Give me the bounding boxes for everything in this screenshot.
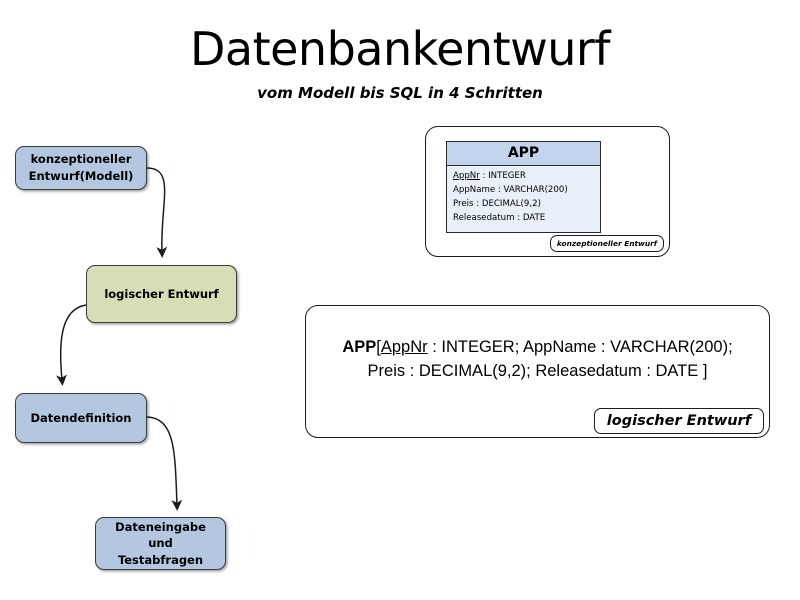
- arrow-datendefinition-to-dateneingabe: [146, 416, 183, 511]
- schema-line1-rest: : INTEGER; AppName : VARCHAR(200);: [427, 338, 733, 356]
- entity-attribute-row: AppNr : INTEGER: [453, 170, 595, 184]
- flow-step-dateneingabe[interactable]: Dateneingabe und Testabfragen: [95, 517, 226, 570]
- schema-line2: Preis : DECIMAL(9,2); Releasedatum : DAT…: [367, 361, 708, 380]
- entity-attribute-row: Releasedatum : DATE: [453, 212, 546, 223]
- entity-attribute-type: : INTEGER: [479, 171, 526, 181]
- panel-badge-logischer-entwurf: logischer Entwurf: [593, 408, 764, 434]
- arrow-logisch-to-datendefinition: [56, 304, 87, 386]
- entity-name: APP: [447, 142, 600, 166]
- entity-attribute-row: AppName : VARCHAR(200): [453, 184, 568, 195]
- panel-badge-konzeptioneller-entwurf: konzeptioneller Entwurf: [549, 235, 664, 252]
- entity-attribute-pk-name: AppNr: [453, 171, 480, 181]
- entity-table-app: APP AppNr : INTEGER AppName : VARCHAR(20…: [446, 141, 601, 233]
- page-title: Datenbankentwurf: [189, 22, 611, 76]
- schema-primary-key: AppNr: [380, 338, 428, 356]
- panel-konzeptioneller-entwurf: APP AppNr : INTEGER AppName : VARCHAR(20…: [425, 126, 670, 257]
- flow-step-label-line1: konzeptioneller: [30, 152, 132, 167]
- schema-relation-name: APP: [342, 338, 377, 356]
- panel-logischer-entwurf: APP[AppNr : INTEGER; AppName : VARCHAR(2…: [305, 305, 770, 438]
- page-subtitle: vom Modell bis SQL in 4 Schritten: [257, 84, 543, 102]
- flow-step-label-line2: Testabfragen: [117, 552, 204, 567]
- flow-step-datendefinition[interactable]: Datendefinition: [15, 393, 147, 443]
- flow-step-label-line1: logischer Entwurf: [104, 286, 219, 301]
- flow-step-logischer-entwurf[interactable]: logischer Entwurf: [86, 265, 237, 323]
- entity-attribute-row: Preis : DECIMAL(9,2): [453, 198, 541, 209]
- schema-open-bracket: [: [376, 338, 381, 356]
- arrow-konzeptionell-to-logisch: [146, 167, 168, 258]
- entity-attribute-list: AppNr : INTEGER AppName : VARCHAR(200) P…: [447, 166, 600, 232]
- flow-step-konzeptioneller-entwurf[interactable]: konzeptioneller Entwurf(Modell): [15, 146, 147, 190]
- relational-schema: APP[AppNr : INTEGER; AppName : VARCHAR(2…: [320, 336, 755, 384]
- flow-step-label-line1: Dateneingabe und: [115, 519, 206, 551]
- flow-step-label-line1: Datendefinition: [30, 410, 132, 425]
- flow-step-label-line2: Entwurf(Modell): [28, 169, 134, 183]
